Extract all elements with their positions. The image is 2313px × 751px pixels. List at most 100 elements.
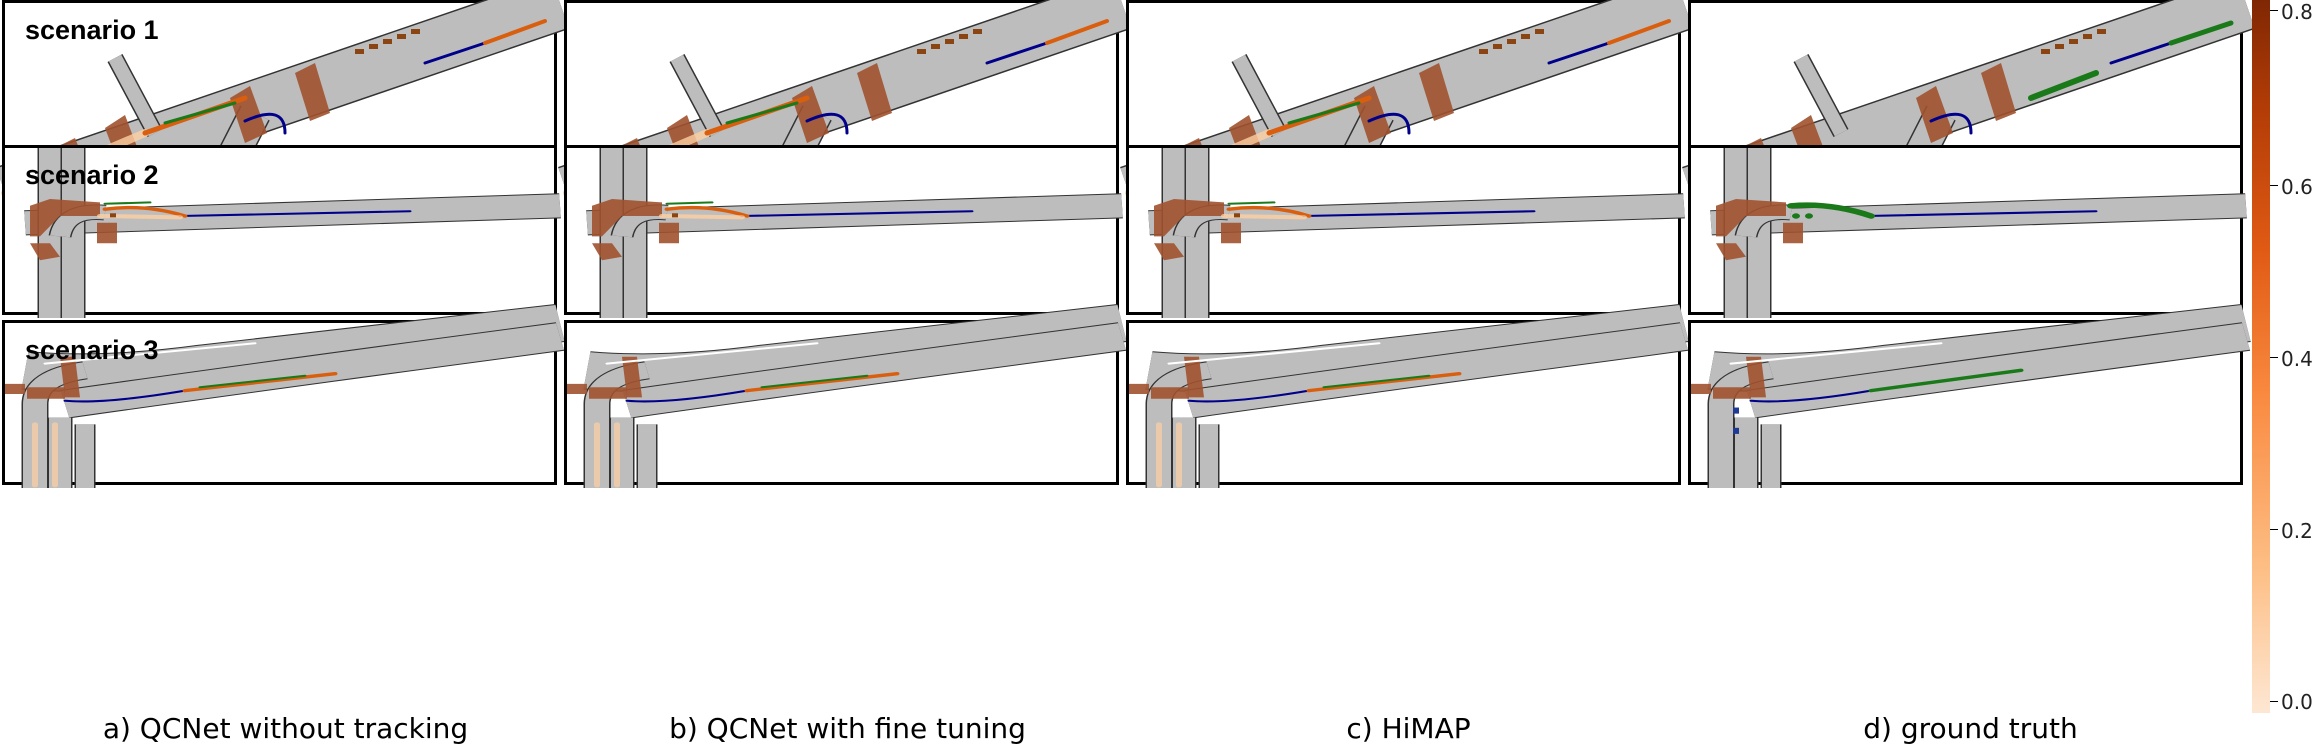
- vehicle-marker: [2041, 49, 2050, 54]
- scenario-label: scenario 2: [25, 160, 159, 190]
- road-segment: [1184, 323, 1688, 418]
- crosswalk: [589, 387, 627, 399]
- lane-marking: [43, 342, 257, 365]
- colorbar-tick-label: 0.2: [2281, 519, 2313, 543]
- scenario-panel: [1688, 145, 2247, 318]
- map-view: [1129, 303, 1689, 488]
- ground-truth-trajectory: [1787, 202, 1875, 219]
- vehicle-marker: [672, 213, 678, 218]
- history-track: [1749, 389, 1873, 403]
- crosswalk: [1419, 63, 1454, 121]
- crosswalk: [1916, 86, 1953, 143]
- vehicle-marker: [383, 39, 392, 44]
- vehicle-marker: [411, 29, 420, 34]
- crosswalk: [1716, 243, 1746, 261]
- crosswalk: [659, 222, 679, 244]
- map-view: [1148, 148, 1685, 318]
- crosswalk: [295, 63, 330, 121]
- crosswalk: [5, 383, 25, 395]
- scenario-panel: [564, 145, 1123, 318]
- crosswalk: [1154, 243, 1184, 261]
- predicted-trajectory: [182, 372, 338, 393]
- scenario-panel: scenario 2: [2, 145, 561, 318]
- vehicle-marker: [1805, 213, 1813, 219]
- vehicle-marker: [1733, 407, 1739, 414]
- predicted-trajectory: [1306, 372, 1462, 393]
- crosswalk: [1716, 199, 1786, 237]
- vehicle-marker: [1479, 49, 1488, 54]
- vehicle-marker: [355, 49, 364, 54]
- history-track: [1302, 210, 1536, 218]
- ground-truth-trajectory: [725, 101, 799, 125]
- ground-truth-trajectory: [665, 201, 714, 205]
- history-track: [985, 41, 1049, 65]
- road-segment: [670, 54, 724, 137]
- history-track: [178, 210, 412, 218]
- vehicle-marker: [1733, 427, 1739, 434]
- history-track: [1547, 41, 1611, 65]
- history-track: [740, 210, 974, 218]
- history-track: [2109, 41, 2173, 65]
- crosswalk: [27, 387, 65, 399]
- predicted-trajectory: [102, 205, 188, 218]
- predicted-trajectory: [664, 205, 750, 218]
- crosswalk: [97, 222, 117, 244]
- vehicle-marker: [1234, 213, 1240, 218]
- crosswalk: [1691, 383, 1711, 395]
- history-track: [63, 389, 187, 403]
- column-caption: c) HiMAP: [1346, 712, 1471, 745]
- scenario-panel: [1688, 303, 2251, 488]
- crosswalk: [592, 199, 662, 237]
- lane-marking: [605, 342, 819, 365]
- predicted-trajectory: [483, 19, 547, 45]
- ground-truth-trajectory: [1227, 201, 1276, 205]
- predicted-trajectory: [1226, 205, 1312, 218]
- ground-truth-trajectory: [163, 101, 237, 125]
- vehicle-marker: [1493, 44, 1502, 49]
- crosswalk: [30, 243, 60, 261]
- history-track: [805, 112, 849, 135]
- crosswalk: [567, 383, 587, 395]
- ground-truth-trajectory: [760, 374, 869, 389]
- map-view: [586, 148, 1123, 318]
- road-segment: [1746, 323, 2250, 418]
- history-track: [423, 41, 487, 65]
- colorbar-tick: [2270, 701, 2278, 702]
- lane-marking: [1167, 342, 1381, 365]
- vehicle-marker: [931, 44, 940, 49]
- crosswalk: [1129, 383, 1149, 395]
- ground-truth-trajectory: [198, 374, 307, 389]
- map-view: [567, 303, 1127, 488]
- crosswalk: [1713, 387, 1751, 399]
- vehicle-marker: [1507, 39, 1516, 44]
- vehicle-marker: [110, 213, 116, 218]
- vehicle-marker: [945, 39, 954, 44]
- history-track: [625, 389, 749, 403]
- column-caption: a) QCNet without tracking: [102, 712, 469, 745]
- colorbar-tick-label: 0.8: [2281, 0, 2313, 24]
- vehicle-marker: [369, 44, 378, 49]
- predicted-trajectory: [1607, 19, 1671, 45]
- history-track: [243, 112, 287, 135]
- vehicle-marker: [959, 34, 968, 39]
- vehicle-marker: [2097, 29, 2106, 34]
- vehicle-marker: [2083, 34, 2092, 39]
- colorbar-tick-label: 0.0: [2281, 690, 2313, 714]
- predicted-trajectory: [1045, 19, 1109, 45]
- crosswalk: [1981, 63, 2016, 121]
- colorbar-tick: [2270, 10, 2278, 11]
- scenario-panel: [1126, 145, 1685, 318]
- vehicle-marker: [917, 49, 926, 54]
- history-track: [1187, 389, 1311, 403]
- scenario-panel: scenario 3: [2, 303, 565, 488]
- colorbar-tick-label: 0.4: [2281, 347, 2313, 371]
- vehicle-marker: [2069, 39, 2078, 44]
- scenario-label: scenario 3: [25, 335, 159, 365]
- ground-truth-trajectory: [1868, 368, 2024, 393]
- colorbar-tick: [2270, 529, 2278, 530]
- lane-marking: [1729, 342, 1943, 365]
- scenario-panel: [1126, 303, 1689, 488]
- history-track: [1864, 210, 2098, 218]
- history-track: [1367, 112, 1411, 135]
- map-view: [24, 148, 561, 318]
